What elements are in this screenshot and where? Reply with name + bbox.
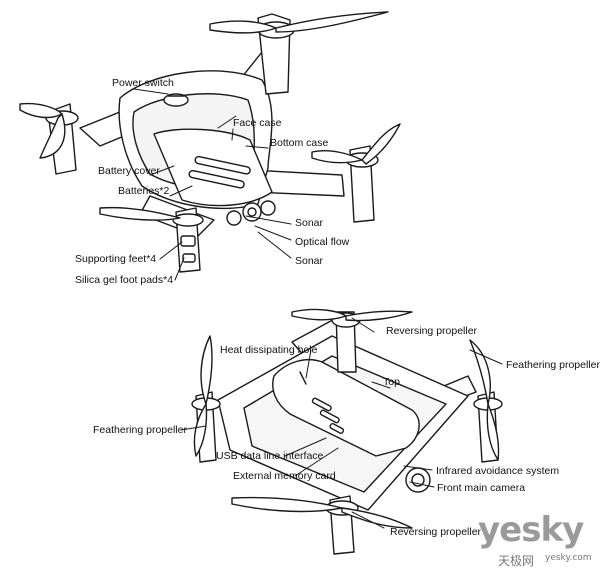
drone-bottom-view bbox=[19, 11, 401, 273]
label-reversing-propeller-bottom: Reversing propeller bbox=[390, 526, 482, 538]
label-feathering-propeller-left: Feathering propeller bbox=[93, 424, 187, 436]
drone-top-view bbox=[191, 308, 503, 555]
label-heat-dissipating-hole: Heat dissipating hole bbox=[220, 344, 318, 356]
label-optical-flow: Optical flow bbox=[295, 236, 350, 248]
label-top: Top bbox=[383, 376, 400, 388]
label-infrared-avoidance: Infrared avoidance system bbox=[436, 465, 560, 477]
watermark-url: yesky.com bbox=[545, 553, 592, 563]
label-supporting-feet: Supporting feet*4 bbox=[75, 253, 157, 265]
label-sonar-2: Sonar bbox=[295, 255, 324, 267]
leader-lines bbox=[133, 88, 503, 529]
label-external-memory-card: External memory card bbox=[233, 470, 336, 482]
watermark-cjk: 天极网 bbox=[498, 554, 535, 568]
label-batteries: Batteries*2 bbox=[118, 185, 170, 197]
label-face-case: Face case bbox=[233, 117, 282, 129]
label-front-main-camera: Front main camera bbox=[437, 482, 526, 494]
label-feathering-propeller-right: Feathering propeller bbox=[506, 359, 600, 371]
label-reversing-propeller-top: Reversing propeller bbox=[386, 325, 478, 337]
label-power-switch: Power switch bbox=[112, 77, 174, 89]
label-usb-interface: USB data line interface bbox=[216, 450, 324, 462]
label-sonar-1: Sonar bbox=[295, 217, 324, 229]
watermark-logo: yesky bbox=[478, 510, 584, 550]
label-battery-cover: Battery cover bbox=[98, 165, 160, 177]
label-bottom-case: Bottom case bbox=[270, 137, 329, 149]
label-silica-pads: Silica gel foot pads*4 bbox=[75, 274, 174, 286]
